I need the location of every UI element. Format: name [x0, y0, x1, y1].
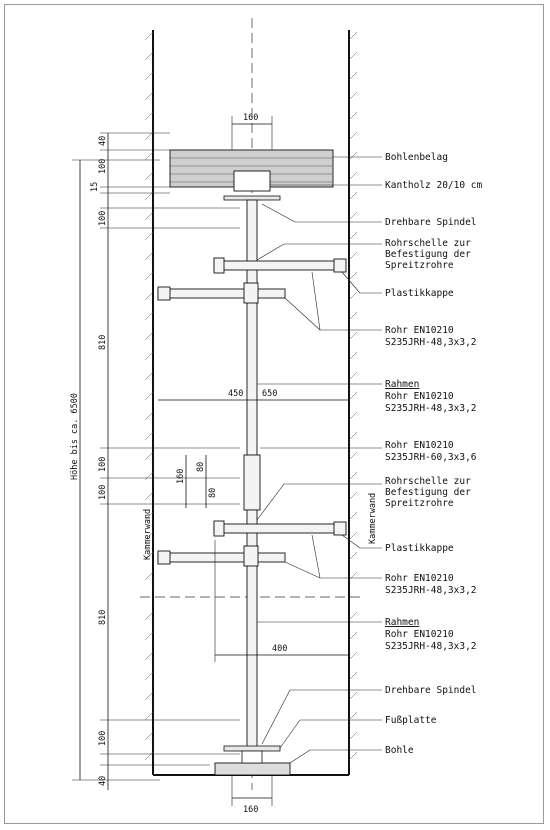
callout-rahmen-upper-1: Rohr EN10210	[385, 391, 454, 402]
drawing-frame	[4, 4, 544, 824]
vertical-tubes	[243, 199, 261, 751]
callout-rahmen-lower-title: Rahmen	[385, 617, 419, 628]
dim-40-bottom: 40	[98, 776, 108, 786]
wall-label-left: Kammerwand	[143, 509, 153, 560]
callout-rohr-lower-2: S235JRH-48,3x3,2	[385, 585, 477, 596]
callout-rohrschelle-top-3: Spreitzrohre	[385, 260, 454, 271]
dim-80-a: 80	[196, 462, 206, 472]
bottom-plank	[214, 762, 291, 776]
dim-100-d: 100	[98, 485, 108, 500]
dim-80-b: 80	[208, 488, 218, 498]
callout-fussplatte: Fußplatte	[385, 715, 437, 726]
callout-rohrschelle-low-1: Rohrschelle zur	[385, 476, 471, 487]
callout-rohr-lower-1: Rohr EN10210	[385, 573, 454, 584]
callout-spindel-top: Drehbare Spindel	[385, 217, 477, 228]
callout-rohrschelle-low-2: Befestigung der	[385, 487, 471, 498]
callout-rohr-60-1: Rohr EN10210	[385, 440, 454, 451]
dim-810-bottom: 810	[98, 610, 108, 625]
dim-100-a: 100	[98, 159, 108, 174]
callout-spindel-bottom: Drehbare Spindel	[385, 685, 477, 696]
dim-400: 400	[272, 644, 287, 654]
base-plate	[223, 745, 281, 752]
callout-rohrschelle-top-2: Befestigung der	[385, 249, 471, 260]
callout-rohrschelle-top-1: Rohrschelle zur	[385, 238, 471, 249]
dim-450: 450	[228, 389, 243, 399]
callout-plastikkappe-low: Plastikkappe	[385, 543, 454, 554]
dim-bottom-width: 160	[243, 805, 258, 815]
callout-rahmen-upper-2: S235JRH-48,3x3,2	[385, 403, 477, 414]
shaft-walls	[144, 30, 358, 776]
dim-total-height: Höhe bis ca. 6500	[70, 393, 80, 480]
dim-100-c: 100	[98, 457, 108, 472]
wall-label-right: Kammerwand	[368, 493, 378, 544]
right-wall-hatch	[348, 31, 358, 761]
callout-rohr-upper-2: S235JRH-48,3x3,2	[385, 337, 477, 348]
callout-rohrschelle-low-3: Spreitzrohre	[385, 498, 454, 509]
dim-100-b: 100	[98, 211, 108, 226]
callout-labels: Bohlenbelag Kantholz 20/10 cm Drehbare S…	[385, 152, 483, 756]
callout-rahmen-lower-2: S235JRH-48,3x3,2	[385, 641, 477, 652]
top-head-plate	[223, 195, 281, 201]
callout-rahmen-lower-1: Rohr EN10210	[385, 629, 454, 640]
callout-rohr-upper-1: Rohr EN10210	[385, 325, 454, 336]
callout-rahmen-upper-title: Rahmen	[385, 379, 419, 390]
dim-100-e: 100	[98, 731, 108, 746]
callout-bohlenbelag: Bohlenbelag	[385, 152, 448, 163]
callout-bohle: Bohle	[385, 745, 414, 756]
left-dimension-chain	[72, 132, 240, 790]
dim-650: 650	[262, 389, 277, 399]
leader-lines	[256, 156, 382, 764]
dim-15: 15	[90, 182, 100, 192]
left-wall-hatch	[144, 31, 154, 761]
upper-spreader-assembly	[157, 257, 347, 304]
dim-160-vert: 160	[176, 469, 186, 484]
dim-810-top: 810	[98, 335, 108, 350]
kantholz-block	[233, 170, 271, 192]
dim-top-width: 160	[243, 113, 258, 123]
base-spindle	[241, 750, 263, 764]
dim-40-top: 40	[98, 136, 108, 146]
callout-rohr-60-2: S235JRH-60,3x3,6	[385, 452, 477, 463]
callout-plastikkappe-top: Plastikkappe	[385, 288, 454, 299]
callout-kantholz: Kantholz 20/10 cm	[385, 180, 483, 191]
horizontal-dimensions	[158, 116, 349, 806]
lower-spreader-assembly	[157, 520, 347, 567]
